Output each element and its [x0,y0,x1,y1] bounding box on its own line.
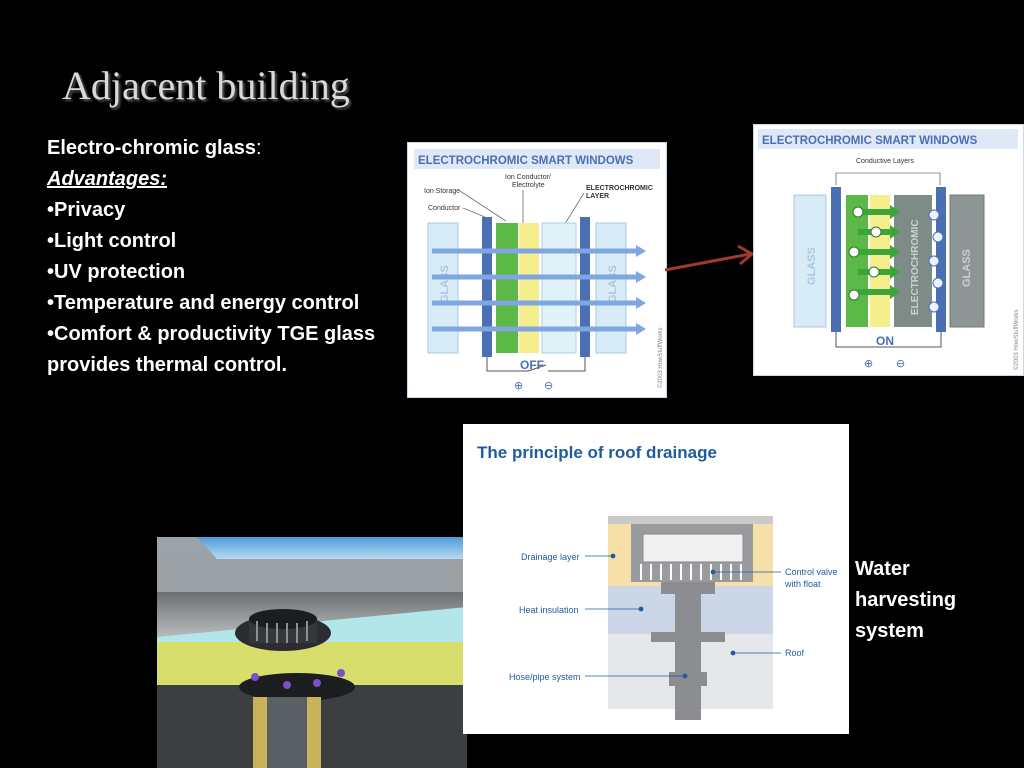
minus-icon: ⊖ [544,379,553,392]
roof-diagram-title: The principle of roof drainage [477,443,717,462]
glass-label-right: GLASS [607,265,619,303]
lead-line: Electro-chromic glass: [47,133,387,164]
on-state-label: ON [876,334,894,348]
electrochromic-off-diagram: ELECTROCHROMIC SMART WINDOWS Ion Storage… [407,142,667,398]
arrow-right-icon [664,244,755,272]
electrochromic-on-diagram: ELECTROCHROMIC SMART WINDOWS Conductive … [753,124,1024,376]
credit-text: ©2003 HowStuffWorks [657,327,664,388]
electrolyte-label: Electrolyte [512,182,545,189]
ec-vertical-label: ELECTROCHROMIC [910,219,921,315]
ec-on-header: ELECTROCHROMIC SMART WINDOWS [762,135,978,147]
plus-icon: ⊕ [514,379,523,392]
glass-label-left: GLASS [806,247,818,285]
advantages-list: Electro-chromic glass: Advantages: Priva… [47,133,387,381]
glass-label-left: GLASS [439,265,451,303]
light-ray-arrows [432,248,636,332]
glass-label-right: GLASS [961,249,973,287]
roof-drainage-diagram: The principle of roof drainage Drainage … [463,424,849,734]
ion-storage-label: Ion Storage [424,188,460,195]
ec-off-header: ELECTROCHROMIC SMART WINDOWS [418,155,634,167]
conductive-layers-label: Conductive Layers [856,158,914,165]
ec-layer-label-2: LAYER [586,193,609,200]
credit-text: ©2003 HowStuffWorks [1013,309,1020,370]
ec-layer-label-1: ELECTROCHROMIC [586,185,653,192]
roof-drain-3d-image [157,537,467,768]
advantages-label: Advantages: [47,168,168,190]
plus-icon: ⊕ [864,357,873,370]
minus-icon: ⊖ [896,357,905,370]
list-item: Light control [47,226,387,257]
hose-pipe-label: Hose/pipe system [509,672,581,682]
heat-insulation-label: Heat insulation [519,605,579,615]
lead-text: Electro-chromic glass [47,137,256,159]
list-item: UV protection [47,257,387,288]
lead-colon: : [255,137,262,159]
control-valve-label-2: with float [784,579,821,589]
control-valve-label-1: Control valve [785,567,838,577]
list-item: Comfort & productivity TGE glass provide… [47,319,387,381]
ion-conductor-label: Ion Conductor/ [505,174,551,181]
drainage-layer-label: Drainage layer [521,552,580,562]
water-harvesting-label: Water harvesting system [855,558,957,642]
roof-label: Roof [785,648,805,658]
list-item: Temperature and energy control [47,288,387,319]
off-state-label: OFF [520,358,544,372]
conductor-label: Conductor [428,205,461,212]
slide-title: Adjacent building [62,63,350,108]
list-item: Privacy [47,195,387,226]
